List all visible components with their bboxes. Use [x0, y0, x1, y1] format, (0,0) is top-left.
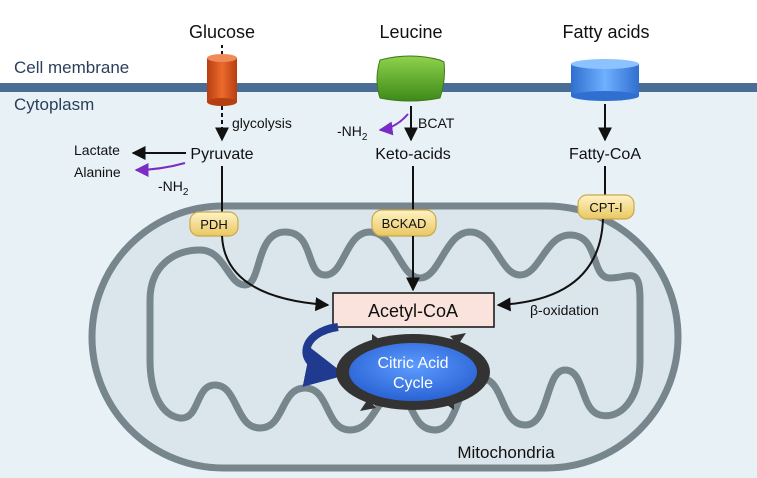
leucine-nh2-label: -NH2: [337, 123, 368, 143]
pyruvate-nh2-label: -NH2: [158, 178, 189, 198]
bcat-label: BCAT: [418, 115, 455, 131]
cpt1-enzyme: CPT-I: [577, 194, 635, 220]
cycle-label-line2: Cycle: [393, 375, 433, 392]
pdh-to-acetyl-arrow: [221, 235, 330, 312]
cpt1-label: CPT-I: [589, 200, 622, 215]
keto-acids-label: Keto-acids: [375, 146, 451, 163]
bckad-enzyme: BCKAD: [371, 209, 437, 237]
mitochondrion-inner-membrane: [146, 228, 644, 434]
bckad-label: BCKAD: [382, 216, 427, 231]
bcat-transamination-arrow: [378, 113, 409, 136]
fatty-acid-transporter: [571, 59, 639, 101]
glucose-label: Glucose: [189, 22, 255, 42]
alanine-transamination-arrow: [134, 162, 186, 177]
fatty-coa-label: Fatty-CoA: [569, 146, 641, 163]
cycle-core: [349, 343, 477, 401]
fatty-acids-label: Fatty acids: [562, 22, 649, 42]
pyruvate-label: Pyruvate: [190, 146, 253, 163]
mitochondria-label: Mitochondria: [457, 443, 555, 462]
leucine-label: Leucine: [379, 22, 442, 42]
glucose-transporter: [207, 54, 237, 106]
citric-acid-cycle: Citric Acid Cycle: [336, 333, 490, 411]
acetyl-coa-label: Acetyl-CoA: [368, 301, 458, 321]
cycle-label-line1: Citric Acid: [377, 355, 448, 372]
cpt1-to-acetyl-arrow: [496, 218, 604, 312]
cell-membrane-label: Cell membrane: [14, 58, 129, 77]
acetyl-to-cycle-arrow: [302, 323, 346, 387]
beta-oxidation-label: β-oxidation: [530, 302, 599, 318]
lactate-label: Lactate: [74, 142, 120, 158]
pdh-label: PDH: [200, 217, 227, 232]
acetyl-coa-box: [332, 292, 495, 328]
cytoplasm-label: Cytoplasm: [14, 95, 94, 114]
alanine-label: Alanine: [74, 164, 121, 180]
pdh-enzyme: PDH: [189, 211, 239, 237]
glycolysis-label: glycolysis: [232, 115, 292, 131]
leucine-transporter: [376, 55, 445, 102]
